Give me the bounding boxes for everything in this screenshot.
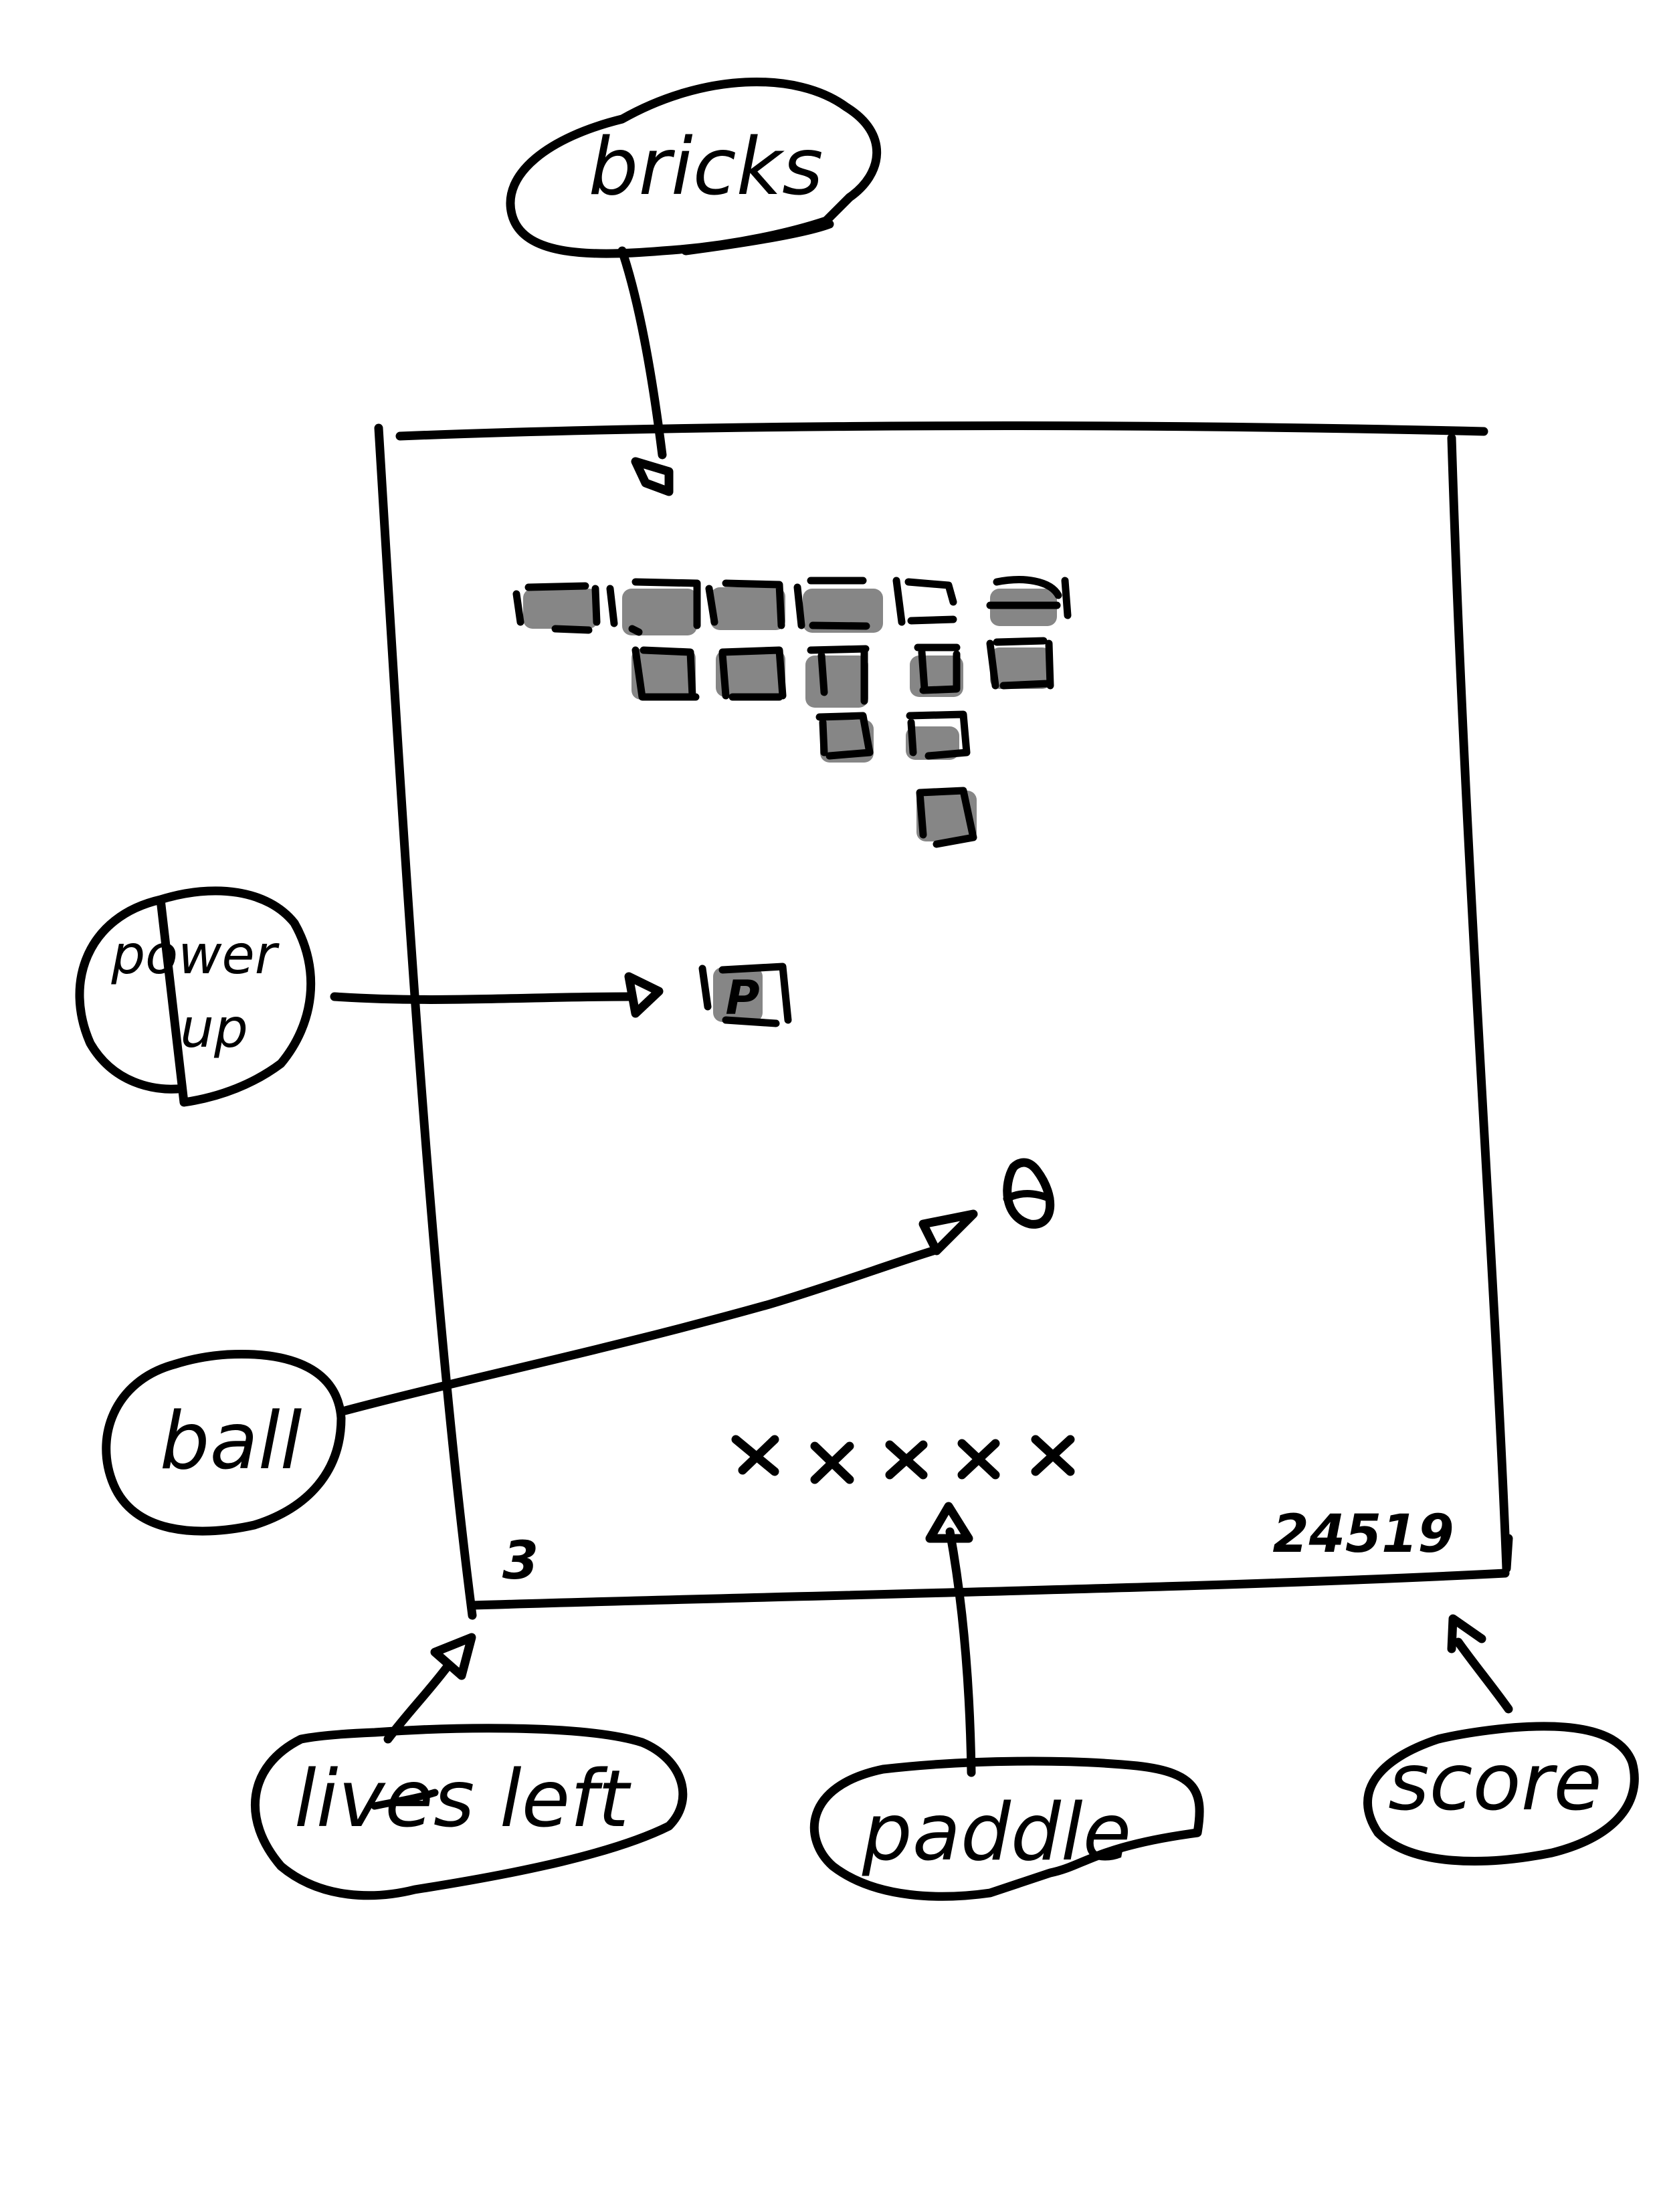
brick [805, 645, 870, 708]
brick [716, 646, 787, 701]
label-bricks: bricks [589, 120, 823, 213]
label-score: score [1388, 1736, 1602, 1828]
brick [631, 646, 700, 701]
brick [815, 712, 874, 763]
callout-lives-left: lives left [250, 1633, 688, 1900]
callout-power-up: power up [75, 886, 664, 1107]
ball [1003, 1158, 1055, 1229]
power-up: P [698, 963, 792, 1027]
label-power-up: power [110, 924, 280, 986]
label-power-up-line2: up [180, 997, 248, 1060]
callout-paddle: paddle [809, 1502, 1204, 1901]
label-ball: ball [160, 1395, 302, 1487]
brick [910, 643, 963, 697]
label-paddle: paddle [862, 1786, 1131, 1878]
power-up-letter: P [725, 971, 759, 1025]
brick [892, 577, 957, 626]
game-frame [374, 421, 1513, 1620]
lives-counter: 3 [502, 1531, 539, 1591]
callout-ball: ball [102, 1209, 978, 1536]
callout-score: score [1363, 1614, 1639, 1866]
brick-field [512, 576, 1072, 848]
brick [606, 578, 701, 636]
score-value: 24519 [1272, 1504, 1454, 1565]
score-counter: 24519 [1272, 1504, 1454, 1565]
brick [906, 710, 971, 760]
brick [512, 582, 601, 634]
callout-bricks: bricks [506, 77, 882, 496]
brick [986, 637, 1054, 690]
label-lives-left: lives left [294, 1752, 631, 1845]
brick [986, 576, 1072, 626]
paddle [731, 1435, 1075, 1484]
lives-value: 3 [502, 1531, 539, 1591]
brick [793, 577, 883, 633]
brick [916, 787, 977, 848]
brick [705, 579, 785, 630]
